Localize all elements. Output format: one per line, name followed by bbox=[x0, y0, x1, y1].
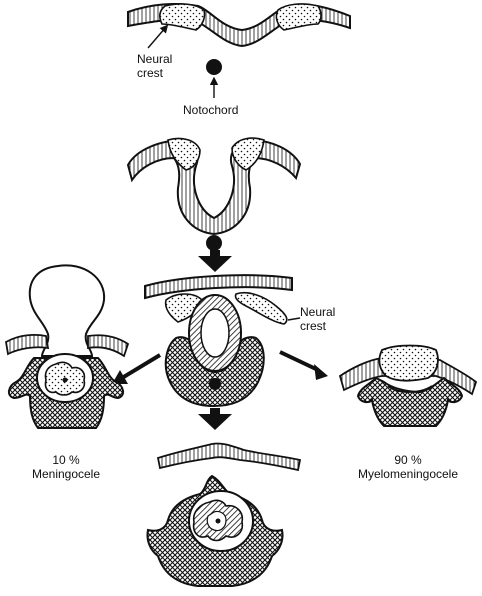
groove-crest-left bbox=[167, 137, 201, 171]
percent-label: 90 % bbox=[394, 453, 422, 467]
defect-name-label: Meningocele bbox=[31, 467, 101, 481]
outcome-normal bbox=[146, 442, 302, 587]
myelomeningocele-label: 90 % Myelomeningocele bbox=[348, 453, 468, 481]
myelo-canal bbox=[387, 385, 433, 393]
notochord-dot bbox=[206, 59, 222, 75]
tube-crest-right bbox=[234, 291, 288, 325]
outcome-myelomeningocele bbox=[338, 344, 478, 427]
groove-notochord bbox=[206, 235, 222, 251]
normal-skin bbox=[156, 442, 302, 472]
label-line: Neural bbox=[137, 52, 173, 66]
percent-label: 10 % bbox=[52, 453, 80, 467]
meningocele-canal-dot bbox=[62, 377, 68, 383]
arrow-to-myelomeningocele bbox=[279, 350, 319, 372]
stage-neural-plate bbox=[127, 3, 351, 98]
neural-crest-right-mass bbox=[275, 3, 322, 31]
neural-crest-left-mass bbox=[159, 3, 206, 31]
label-line: crest bbox=[137, 66, 164, 80]
label-line: crest bbox=[300, 319, 327, 333]
neural-crest-mid-label: Neural crest bbox=[300, 305, 335, 333]
label-line: Neural bbox=[300, 305, 336, 319]
neural-crest-pointer bbox=[147, 24, 169, 49]
stage-neural-tube bbox=[144, 274, 301, 408]
meningocele-skin-left bbox=[5, 334, 50, 356]
normal-canal-dot bbox=[215, 518, 221, 524]
notochord-label: Notochord bbox=[183, 103, 239, 117]
arrowhead-myelomeningocele bbox=[314, 364, 328, 380]
tube-ectoderm bbox=[144, 274, 293, 300]
tube-notochord bbox=[209, 378, 221, 390]
neural-crest-mid-pointer bbox=[287, 317, 301, 321]
outcome-meningocele bbox=[5, 264, 130, 429]
arrow-down-to-normal bbox=[198, 408, 232, 430]
meningocele-sac bbox=[28, 264, 106, 357]
arrowhead-meningocele bbox=[112, 370, 128, 384]
neural-crest-top-label: Neural crest bbox=[137, 52, 172, 80]
arrow-down-to-tube bbox=[198, 250, 232, 272]
stage-neural-groove bbox=[126, 137, 302, 251]
meningocele-skin-right bbox=[87, 334, 130, 358]
myelo-vertebra bbox=[356, 376, 464, 427]
neural-groove-ectoderm bbox=[126, 138, 302, 236]
meningocele-label: 10 % Meningocele bbox=[16, 453, 116, 481]
arrow-to-meningocele bbox=[120, 353, 162, 380]
neural-tube-lumen bbox=[200, 308, 230, 358]
myelo-plaque bbox=[378, 344, 439, 382]
defect-name-label: Myelomeningocele bbox=[357, 467, 459, 481]
groove-crest-right bbox=[231, 137, 265, 171]
